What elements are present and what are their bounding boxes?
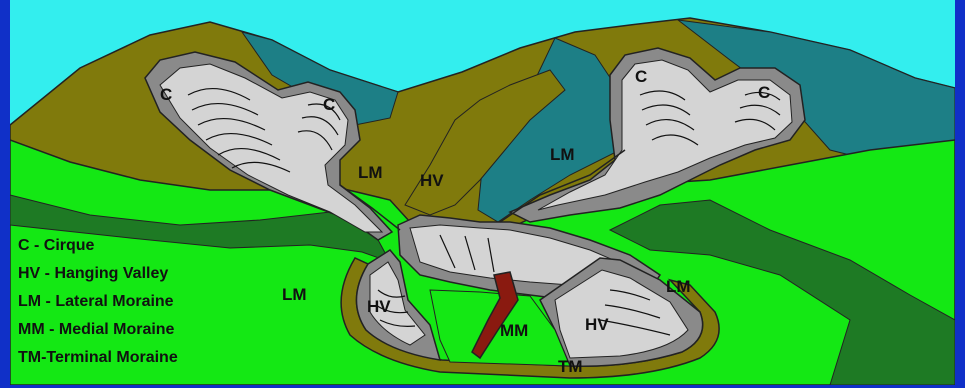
legend-item-terminal-moraine: TM-Terminal Moraine xyxy=(18,349,178,366)
label-hanging-valley-2: HV xyxy=(367,297,391,316)
label-lateral-moraine-4: LM xyxy=(666,277,691,296)
label-terminal-moraine: TM xyxy=(558,357,583,376)
label-cirque-3: C xyxy=(635,67,647,86)
label-medial-moraine: MM xyxy=(500,321,528,340)
label-lateral-moraine-2: LM xyxy=(550,145,575,164)
legend-item-medial-moraine: MM - Medial Moraine xyxy=(18,321,175,338)
legend-item-hanging-valley: HV - Hanging Valley xyxy=(18,265,168,282)
legend-item-lateral-moraine: LM - Lateral Moraine xyxy=(18,293,174,310)
label-hanging-valley-3: HV xyxy=(585,315,609,334)
legend-item-cirque: C - Cirque xyxy=(18,237,95,254)
label-cirque-2: C xyxy=(323,95,335,114)
glacial-landscape-svg: C C C C LM LM LM LM HV HV HV MM TM C - C… xyxy=(10,0,955,385)
glacial-landscape-diagram: C C C C LM LM LM LM HV HV HV MM TM C - C… xyxy=(10,0,955,385)
label-cirque-4: C xyxy=(758,83,770,102)
label-hanging-valley-1: HV xyxy=(420,171,444,190)
label-cirque-1: C xyxy=(160,85,172,104)
label-lateral-moraine-3: LM xyxy=(282,285,307,304)
label-lateral-moraine-1: LM xyxy=(358,163,383,182)
